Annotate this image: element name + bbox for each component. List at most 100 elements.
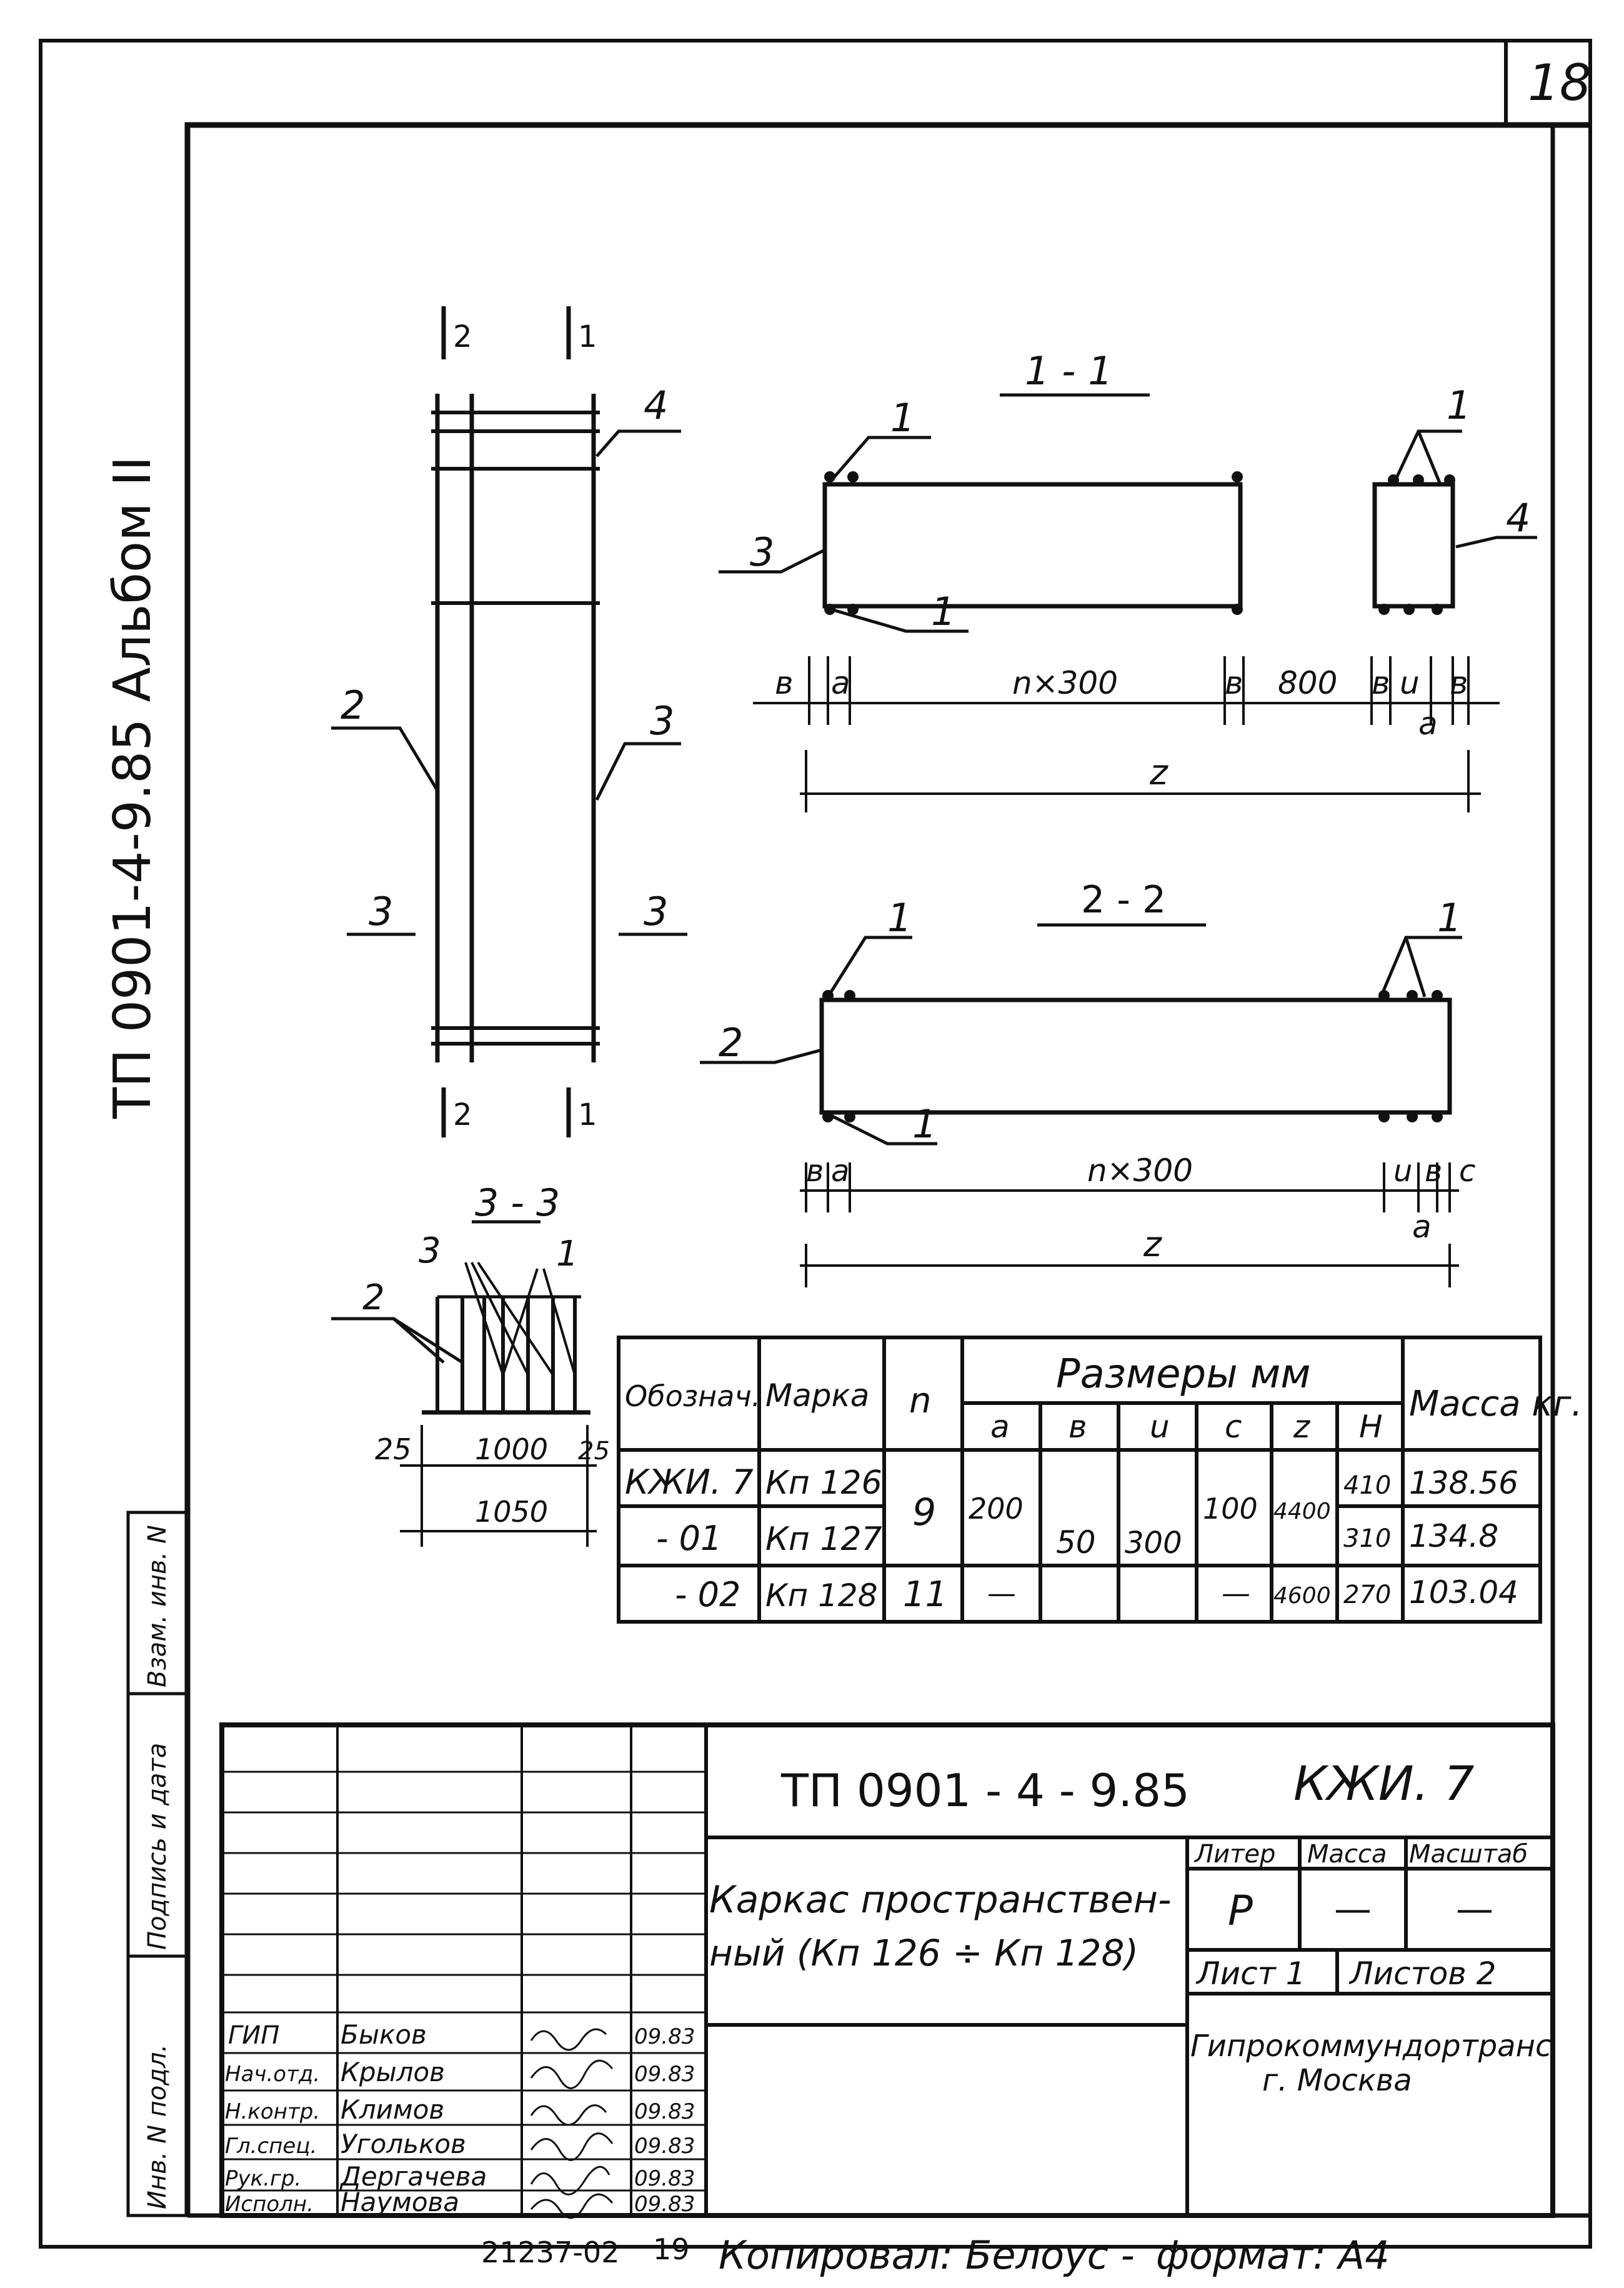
section-2-2-mark-1a: 1: [887, 895, 912, 941]
plan-mark-2: 2: [341, 682, 365, 728]
title-org-line1: Гипрокоммундортранс: [1190, 2029, 1552, 2064]
section-3-3-title: 3 - 3: [475, 1181, 560, 1225]
staff-role: Исполн.: [225, 2192, 314, 2217]
title-masshtab-value: —: [1456, 1887, 1493, 1931]
table-sub-c: с: [1225, 1409, 1242, 1445]
footer-number-1: 21237-02: [481, 2236, 619, 2269]
table-a-200: 200: [969, 1492, 1024, 1526]
table-header-oboz: Обознач.: [625, 1379, 760, 1413]
section-1-1-title: 1 - 1: [1025, 348, 1113, 394]
title-name-line1: Каркас пространствен-: [709, 1878, 1172, 1922]
plan-mark-4: 4: [644, 382, 668, 428]
table-z-4400: 4400: [1273, 1499, 1331, 1524]
table-header-massa: Масса кг.: [1409, 1384, 1582, 1424]
section-1-1: [719, 393, 1537, 795]
staff-date: 09.83: [634, 2062, 695, 2087]
section-3-3-dim-1000: 1000: [475, 1432, 548, 1466]
spec-table-grid: [617, 1336, 1542, 1624]
section-2-2: [700, 923, 1462, 1267]
table-row3-oboz: - 02: [675, 1575, 740, 1614]
staff-date: 09.83: [634, 2024, 695, 2049]
section-2-2-mark-1c: 1: [912, 1101, 937, 1147]
section-2-2-dim-c: с: [1459, 1154, 1475, 1189]
table-u-300: 300: [1125, 1526, 1182, 1561]
table-sub-u: u: [1150, 1409, 1170, 1445]
left-strip-sign: Подпись и дата: [143, 1743, 172, 1950]
left-strip-inv: Инв. N подл.: [143, 2044, 172, 2209]
title-massa-header: Масса: [1307, 1840, 1387, 1869]
section-2-2-dim-b2: в: [1425, 1154, 1442, 1189]
staff-name: Крылов: [341, 2057, 445, 2087]
section-1-1-mark-1b: 1: [931, 589, 955, 634]
signature-scribbles: [530, 2028, 614, 2219]
left-strip-grid: [126, 1511, 189, 2217]
staff-role: ГИП: [228, 2021, 279, 2050]
title-liter-header: Литер: [1193, 1840, 1275, 1869]
section-3-3-mark-2: 2: [362, 1277, 385, 1318]
section-1-1-dim-800: 800: [1278, 665, 1337, 701]
title-masshtab-header: Масштаб: [1409, 1840, 1528, 1869]
plan-section-2-bot: 2: [453, 1097, 472, 1132]
staff-date: 09.83: [634, 2192, 695, 2217]
plan-mark-3-right: 3: [650, 698, 674, 744]
section-1-1-dim-a1: а: [831, 665, 850, 701]
section-3-3-dim-1050: 1050: [475, 1495, 548, 1529]
section-1-1-dim-a2: а: [1418, 706, 1438, 742]
section-1-1-dim-u: u: [1400, 665, 1420, 701]
table-z-4600: 4600: [1273, 1583, 1331, 1609]
section-2-2-mark-1b: 1: [1437, 895, 1462, 941]
table-sub-b: в: [1069, 1409, 1087, 1445]
staff-date: 09.83: [634, 2134, 695, 2159]
section-2-2-title: 2 - 2: [1081, 878, 1166, 922]
table-row2-h: 310: [1343, 1524, 1391, 1553]
staff-name: Быков: [341, 2019, 427, 2050]
table-b-50: 50: [1056, 1524, 1096, 1561]
sheet-number: 18: [1528, 54, 1592, 112]
title-massa-value: —: [1334, 1887, 1372, 1931]
section-1-1-mark-3: 3: [750, 529, 774, 575]
staff-name: Наумова: [341, 2187, 459, 2217]
table-row2-mass: 134.8: [1409, 1518, 1498, 1554]
plan-section-1-bot: 1: [578, 1097, 597, 1132]
section-2-2-dim-n300: n×300: [1087, 1152, 1193, 1189]
table-row2-oboz: - 01: [656, 1519, 722, 1558]
section-3-3-mark-1: 1: [556, 1234, 579, 1274]
table-c-100: 100: [1203, 1492, 1258, 1526]
section-1-1-bars: [824, 471, 1455, 615]
footer-format: формат: А4: [1156, 2232, 1390, 2278]
table-sub-h: H: [1359, 1409, 1383, 1445]
section-3-3-dim-25b: 25: [578, 1437, 610, 1466]
section-1-1-dim-b3: в: [1372, 665, 1390, 701]
staff-name: Климов: [341, 2094, 444, 2125]
staff-role: Н.контр.: [225, 2099, 320, 2124]
plan-cut-3-left: 3: [369, 889, 393, 934]
title-liter-value: Р: [1228, 1887, 1253, 1935]
plan-section-2-top: 2: [453, 319, 472, 354]
section-2-2-mark-2: 2: [719, 1020, 743, 1066]
section-2-2-dim-a2: а: [1412, 1209, 1432, 1245]
section-1-1-dim-b1: в: [775, 665, 793, 701]
table-sub-z: z: [1293, 1409, 1311, 1445]
staff-date: 09.83: [634, 2099, 695, 2124]
table-a-dash: —: [987, 1576, 1016, 1610]
section-2-2-dim-ticks: [805, 1162, 1451, 1287]
title-mark: КЖИ. 7: [1293, 1756, 1474, 1811]
table-row1-oboz: КЖИ. 7: [625, 1462, 754, 1502]
staff-date: 09.83: [634, 2166, 695, 2191]
table-header-razm: Размеры мм: [1056, 1351, 1311, 1397]
plan-view: [331, 306, 687, 1137]
left-strip-vzam: Взам. инв. N: [143, 1525, 172, 1687]
section-1-1-mark-1a: 1: [890, 395, 915, 441]
staff-role: Нач.отд.: [225, 2062, 320, 2087]
table-n-9: 9: [912, 1491, 936, 1534]
section-1-1-dim-z: z: [1149, 752, 1168, 792]
section-2-2-bars: [822, 990, 1443, 1122]
section-2-2-dim-b1: в: [806, 1154, 824, 1189]
title-list: Лист 1: [1195, 1956, 1305, 1992]
staff-name: Дергачева: [339, 2161, 487, 2192]
section-3-3: [331, 1220, 597, 1547]
title-code: ТП 0901 - 4 - 9.85: [780, 1764, 1190, 1817]
staff-name: Угольков: [341, 2129, 466, 2159]
section-1-1-dim-n300: n×300: [1012, 665, 1118, 701]
